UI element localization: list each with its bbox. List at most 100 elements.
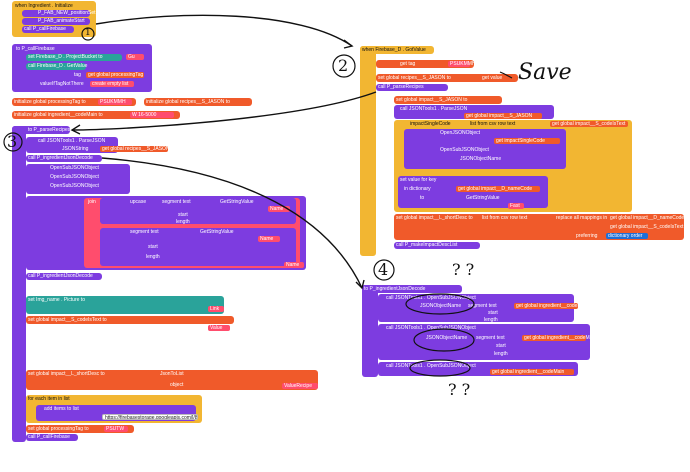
dictionary-order-chip[interactable]: dictionary order: [606, 233, 648, 239]
for-each-label: for each item in list: [28, 396, 70, 402]
init-recipes-json[interactable]: [144, 98, 252, 106]
link-attr-chip[interactable]: Link: [208, 306, 224, 312]
set-picture-label: set Img_name . Picture to: [28, 297, 85, 303]
call-parserecipes-label: call P_parseRecipes: [378, 84, 424, 90]
decode-opensub-2-label: call JSONTools1 . OpenSubJSONObject: [386, 325, 476, 331]
upcase-segment-block[interactable]: [100, 198, 296, 224]
set-recipes-json-label: set global recipes__S_JASON to: [378, 75, 451, 81]
init-processing-tag-value[interactable]: PSUKMMH: [98, 99, 132, 105]
jsonobjectname-impact-label: JSONObjectName: [460, 156, 502, 162]
init-ingredient-code-value[interactable]: W 16-5000: [130, 112, 174, 118]
set-impact-json-statement[interactable]: [394, 96, 502, 104]
codemain-chip-3[interactable]: get global ingredient__codeMain: [490, 369, 574, 375]
procedure-ingredientdecode-block[interactable]: [362, 285, 378, 377]
impact-json-chip[interactable]: get global impact__S_JASON: [464, 113, 542, 119]
animate-label: P_FAB_animateStart: [38, 18, 85, 24]
set-recipes-json-statement[interactable]: [376, 74, 518, 82]
set-processing-tag-label: set global processingTag to: [28, 426, 89, 432]
getstring-label-1: GetStringValue: [220, 199, 254, 205]
set-processing-tag-statement[interactable]: [26, 425, 134, 433]
call-firebase-statement[interactable]: [22, 26, 74, 33]
call-firebase-label: call P_callFirebase: [24, 26, 66, 32]
bucket-value-chip[interactable]: Gu: [126, 54, 144, 60]
getstringvalue-impact-label: GetStringValue: [466, 195, 500, 201]
codeistext-chip[interactable]: get global impact__S_codeIsText: [550, 121, 628, 127]
set-projectbucket-statement[interactable]: [26, 54, 122, 61]
decode-start-1-label: start: [488, 310, 498, 316]
opensub-json-group[interactable]: [26, 164, 130, 194]
decode-opensub-1-label: call JSONTools1 . OpenSubJSONObject: [386, 295, 476, 301]
set-picture-statement[interactable]: [26, 296, 224, 314]
procedure-parserecipes-block[interactable]: [12, 126, 26, 442]
annotation-circle-2: 2: [338, 56, 349, 75]
codemain-chip-1[interactable]: get global ingredient__codeMain: [514, 303, 589, 309]
decode-length-1-label: length: [484, 317, 498, 323]
procedure-ingredientdecode-header: to P_ingredientJsonDecode: [364, 286, 426, 292]
getvalue-label: call Firebase_D . GetValue: [28, 63, 88, 69]
value-attr-chip[interactable]: Value: [208, 325, 230, 331]
decode-opensub-3-label: call JSONTools1 . OpenSubJSONObject: [386, 363, 476, 369]
annotation-question-1: ? ?: [452, 260, 475, 279]
upcase-label: upcase: [130, 199, 147, 205]
tag-compare-chip[interactable]: PSUKMMH: [448, 61, 476, 67]
init-processing-tag[interactable]: [12, 98, 136, 106]
name-attr-chip-2[interactable]: Name: [258, 236, 280, 242]
initialize-event-header: when Ingredient . Initialize: [15, 3, 73, 9]
recipes-json-chip[interactable]: get global recipes__S_JASON: [100, 146, 170, 152]
to-label: to: [420, 195, 425, 201]
annotation-question-2: ? ?: [448, 380, 471, 399]
set-dict-key-statement[interactable]: [398, 176, 548, 208]
decode-length-2-label: length: [494, 351, 508, 357]
call-ingredient-decode-2[interactable]: [26, 273, 102, 280]
segment-text-label-2: segment text: [130, 229, 159, 235]
procedure-parserecipes-header-bar[interactable]: [12, 126, 70, 134]
call-parserecipes[interactable]: [376, 84, 448, 91]
object-label: object: [170, 382, 184, 388]
firebase-url-chip[interactable]: https://firebasestorage.googleapis.com/l…: [102, 414, 198, 420]
call-firebase-2[interactable]: [26, 434, 78, 441]
procedure-parserecipes-header: to P_parseRecipes: [28, 127, 71, 133]
call-ingredient-decode-1[interactable]: [26, 155, 102, 162]
empty-list-chip[interactable]: create empty list: [90, 81, 134, 87]
animate-statement[interactable]: [22, 18, 90, 25]
segment-block-2[interactable]: [100, 228, 296, 266]
fast-attr-chip[interactable]: Fast: [508, 203, 524, 209]
opensub-impact-label: OpenSubJSONObject: [440, 147, 489, 153]
init-ingredient-code[interactable]: [12, 111, 180, 119]
call-make-impact-desc[interactable]: [394, 242, 480, 249]
call-ingredient-decode-2-label: call P_ingredientJsonDecode: [28, 273, 93, 279]
if-tag-block[interactable]: [376, 60, 474, 68]
processing-tag-chip[interactable]: get global processingTag: [86, 72, 144, 78]
impactsinglecode-chip[interactable]: get impactSingleCode: [494, 138, 560, 144]
gotvalue-event-block[interactable]: [360, 46, 376, 256]
parse-json-statement[interactable]: [26, 137, 118, 153]
set-projectbucket-label: set Firebase_D . ProjectBucket to: [28, 54, 103, 60]
namecode-dict-chip[interactable]: get global impact__D_nameCode: [456, 186, 540, 192]
set-position-label: P_FAB_NEW_positionSet: [38, 10, 96, 16]
openjson-block[interactable]: [404, 129, 566, 169]
name-attr-chip-1[interactable]: Name: [268, 206, 290, 212]
codemain-chip-2[interactable]: get global ingredient__codeMain: [522, 335, 597, 341]
set-codeistext-statement[interactable]: [26, 316, 234, 324]
name-attr-chip-3[interactable]: Name: [284, 262, 304, 268]
length-label-2: length: [146, 254, 160, 260]
procedure-ingredientdecode-header-bar[interactable]: [362, 285, 462, 293]
length-label-1: length: [176, 219, 190, 225]
processing-tag-value-chip[interactable]: PSUTW: [104, 426, 128, 432]
gotvalue-event-header-bar[interactable]: [360, 46, 434, 54]
set-position-statement[interactable]: [22, 10, 90, 17]
set-shortdesc-statement[interactable]: [26, 370, 318, 390]
getvalue-statement[interactable]: [26, 63, 86, 70]
namecode-chip-2[interactable]: get global impact__D_nameCode: [608, 215, 685, 221]
valuerecipe-chip[interactable]: ValueRecipe: [282, 383, 318, 389]
preferring-label: preferring: [576, 233, 598, 239]
decode-opensub-2[interactable]: [378, 324, 590, 360]
get-value-chip-1[interactable]: get value: [480, 75, 512, 81]
codeistext-chip-2[interactable]: get global impact__S_codeIsText: [608, 224, 684, 230]
opensub-label-1: OpenSubJSONObject: [50, 165, 99, 171]
get-tag-label: get tag: [400, 61, 416, 67]
call-firebase-2-label: call P_callFirebase: [28, 434, 70, 440]
openjson-label: OpenJSONObject: [440, 130, 481, 136]
annotation-save: Save: [518, 60, 572, 85]
